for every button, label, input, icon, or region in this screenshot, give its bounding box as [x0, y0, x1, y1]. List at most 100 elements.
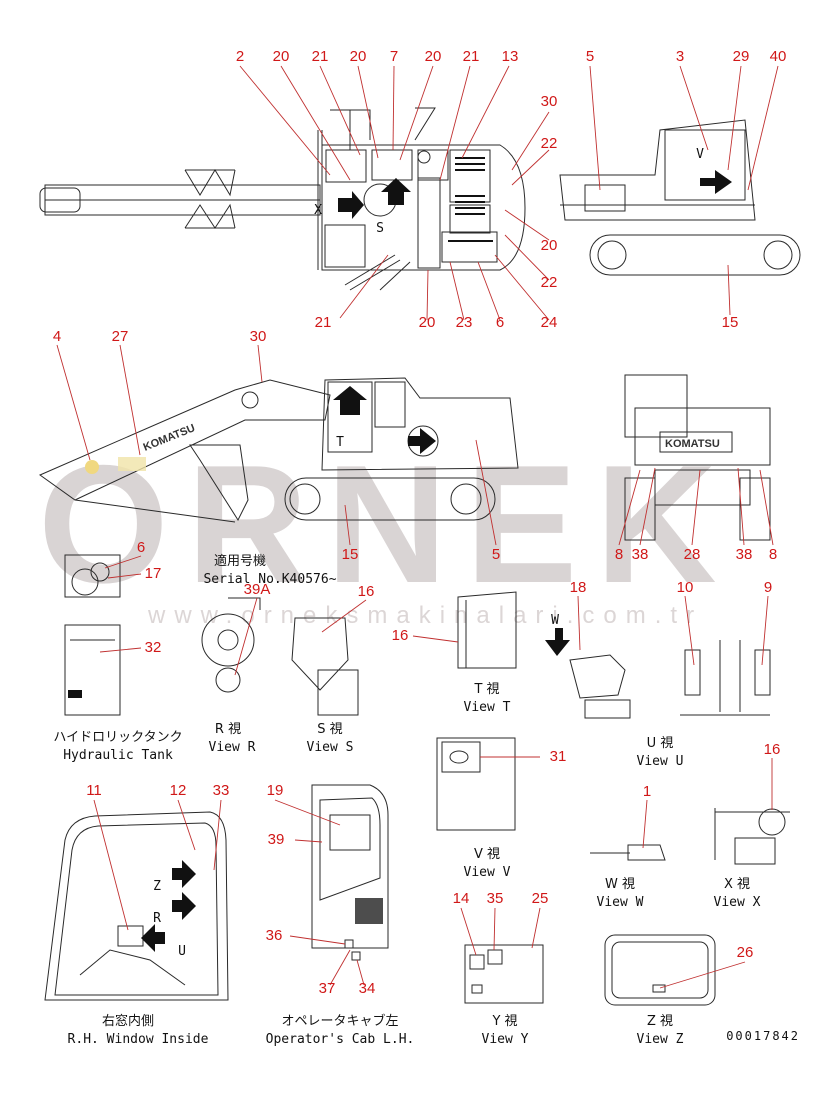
- caption-jp: 右窓内側: [102, 1013, 154, 1029]
- callout-label: 7: [390, 48, 398, 65]
- arrow-view-marker: [172, 860, 196, 888]
- track-frame: [589, 234, 801, 276]
- view-t: 16 T 視 View T: [392, 591, 517, 715]
- callout-label: 23: [456, 314, 473, 331]
- callout-label: 8: [769, 546, 777, 563]
- callout-label: 37: [319, 980, 336, 997]
- callout-label: 21: [463, 48, 480, 65]
- callout-label: 20: [419, 314, 436, 331]
- view-w-marker: W: [551, 613, 559, 628]
- callout-label: 28: [684, 546, 701, 563]
- callout-label: 31: [550, 748, 567, 765]
- cab-body-outline: [321, 377, 519, 471]
- arrow-view-marker: [408, 428, 436, 454]
- top-leaders: [239, 65, 550, 321]
- callout-label: 20: [350, 48, 367, 65]
- caption-jp: V 視: [474, 847, 500, 862]
- callout-label: 15: [722, 314, 739, 331]
- window-frame: [44, 811, 229, 1001]
- callout-label: 20: [425, 48, 442, 65]
- arrow-view-marker: [338, 191, 364, 219]
- view-z: 26 Z 視 View Z: [604, 934, 753, 1047]
- callout-label: 30: [250, 328, 267, 345]
- arrow-view-marker: [700, 170, 732, 194]
- caption-en: View Y: [482, 1032, 529, 1047]
- arrow-view-marker: [333, 386, 367, 415]
- view-z-marker: Z: [153, 879, 161, 894]
- callout-label: 32: [145, 639, 162, 656]
- upper-structure-outline: [321, 144, 526, 271]
- seat-outline: [569, 654, 626, 699]
- caption-jp: S 視: [317, 722, 342, 737]
- callout-label: 29: [733, 48, 750, 65]
- top-plan-view: X S: [39, 48, 558, 331]
- view-u-marker: U: [178, 944, 186, 959]
- callout-label: 20: [541, 237, 558, 254]
- callout-label: 35: [487, 890, 504, 907]
- arrow-view-marker: [545, 628, 570, 656]
- rear-right-view: V 5 3 29 40 15: [559, 48, 801, 331]
- caption-jp: T 視: [473, 682, 499, 697]
- panel-outline: [436, 737, 516, 831]
- callout-label: 24: [541, 314, 558, 331]
- view-y: 14 35 25 Y 視 View Y: [453, 890, 549, 1047]
- callout-label: 11: [86, 782, 102, 799]
- serial-note-en: Serial No.K40576~: [203, 572, 336, 587]
- callout-label: 9: [764, 579, 772, 596]
- callout-label: 33: [213, 782, 230, 799]
- cab-outline: [624, 374, 688, 438]
- callout-label: 10: [677, 579, 694, 596]
- callout-label: 2: [236, 48, 244, 65]
- caption-jp: Z 視: [647, 1014, 673, 1029]
- callout-label: 1: [643, 783, 651, 800]
- callout-label: 14: [453, 890, 470, 907]
- callout-label: 25: [532, 890, 549, 907]
- caption-en: View T: [464, 700, 511, 715]
- document-code: 00017842: [726, 1029, 800, 1043]
- callout-label: 17: [145, 565, 162, 582]
- panel-outline: [457, 591, 517, 669]
- caption-jp: ハイドロリックタンク: [53, 730, 182, 745]
- caption-en: R.H. Window Inside: [68, 1032, 209, 1047]
- top-callouts: 2 20 21 20 7 20 21 13 30 22 20 22 24 6 2…: [236, 48, 558, 331]
- view-s: 16 S 視 View S: [291, 583, 375, 755]
- watermark-url: www.orneksmakinalari.com.tr: [147, 602, 703, 629]
- callout-label: 16: [358, 583, 375, 600]
- watermark: ORNEK www.orneksmakinalari.com.tr: [38, 430, 717, 629]
- operator-cab-lh: 19 39 36 37 34 オペレータキャブ左 Operator's Cab …: [266, 782, 415, 1047]
- callout-label: 12: [170, 782, 187, 799]
- callout-label: 6: [496, 314, 504, 331]
- callout-label: 34: [359, 980, 376, 997]
- caption-jp: R 視: [215, 722, 241, 737]
- view-x: 16 X 視 View X: [714, 741, 790, 910]
- callout-label: 8: [615, 546, 623, 563]
- caption-en: View W: [597, 895, 644, 910]
- callout-label: 16: [392, 627, 409, 644]
- window-frame: [604, 934, 716, 1006]
- view-v-marker: V: [696, 147, 704, 162]
- callout-label: 40: [770, 48, 787, 65]
- callout-label: 16: [764, 741, 781, 758]
- serial-note: 適用号機 Serial No.K40576~: [203, 553, 336, 587]
- seat-view: W 18: [545, 579, 631, 719]
- callout-label: 39: [268, 831, 285, 848]
- callout-label: 30: [541, 93, 558, 110]
- view-s-marker: S: [376, 221, 384, 236]
- callout-label: 21: [315, 314, 332, 331]
- panel-outline: [464, 944, 544, 1004]
- callout-label: 22: [541, 274, 558, 291]
- caption-en: Operator's Cab L.H.: [266, 1032, 415, 1047]
- callout-label: 13: [502, 48, 519, 65]
- callout-label: 21: [312, 48, 329, 65]
- caption-jp: X 視: [724, 877, 750, 892]
- callout-label: 39A: [244, 581, 271, 598]
- callout-label: 27: [112, 328, 129, 345]
- callout-label: 20: [273, 48, 290, 65]
- rh-window-inside: Z R U 11 12 33 右窓内側 R.H. Window Inside: [44, 782, 230, 1047]
- view-r-marker: R: [153, 911, 161, 926]
- callout-label: 6: [137, 539, 145, 556]
- caption-en: View S: [307, 740, 354, 755]
- tank-body: [64, 624, 121, 716]
- grille: [448, 157, 493, 242]
- caption-en: View X: [714, 895, 761, 910]
